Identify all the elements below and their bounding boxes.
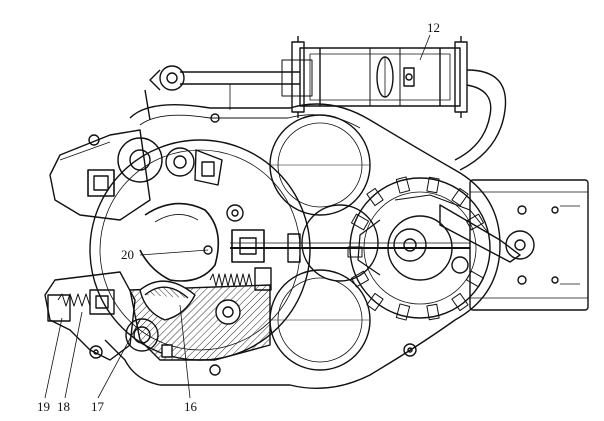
right-housing bbox=[469, 179, 589, 311]
middle-spring bbox=[209, 273, 253, 287]
jaw-opening bbox=[139, 202, 220, 282]
center-block bbox=[231, 229, 265, 263]
label-20: 20 bbox=[121, 247, 134, 262]
main-body-outline bbox=[104, 103, 501, 389]
label-16: 16 bbox=[184, 399, 197, 414]
label-18: 18 bbox=[57, 399, 70, 414]
label-19: 19 bbox=[37, 399, 50, 414]
label-17: 17 bbox=[91, 399, 104, 414]
spring-18 bbox=[57, 293, 91, 307]
leader-lines bbox=[44, 34, 431, 399]
piston-rod bbox=[144, 59, 313, 121]
gear-hub bbox=[165, 147, 195, 177]
chain-links bbox=[347, 176, 485, 321]
cylinder-12 bbox=[291, 36, 507, 171]
label-12: 12 bbox=[427, 20, 440, 35]
upper-jaw bbox=[49, 129, 151, 221]
rotary-assembly bbox=[349, 177, 491, 319]
lower-jaw bbox=[44, 271, 136, 361]
